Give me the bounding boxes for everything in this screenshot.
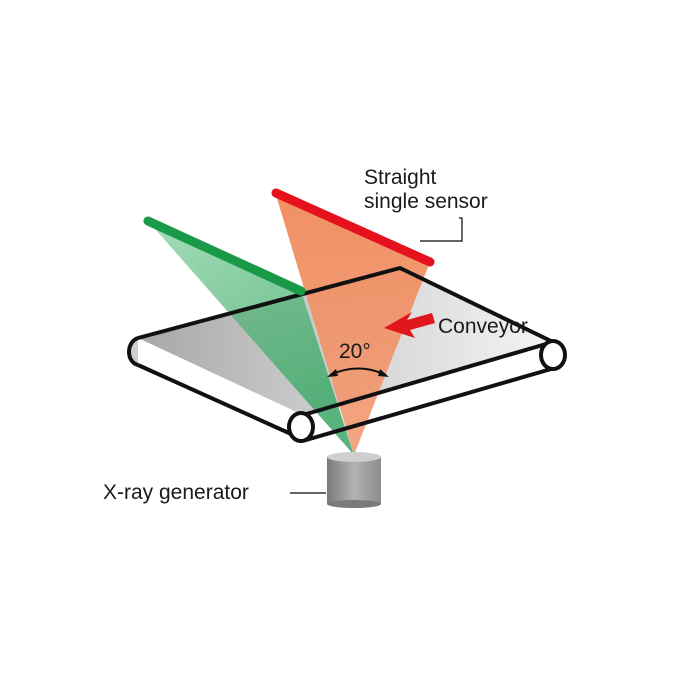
belt-front-edge-bottom [305,365,559,442]
angle-arc-head-right [378,369,389,377]
sensor-label: Straight single sensor [364,166,488,214]
left-roller [127,336,139,367]
conveyor-label: Conveyor [438,315,528,338]
red-sensor-bar [271,188,435,267]
belt-front-edge-top [302,340,554,417]
sensor-leader-line [420,217,463,242]
belt-bottom-edge [137,363,301,440]
sensor-label-line1: Straight [364,166,437,189]
angle-arc-head-left [327,369,338,377]
belt-top-edge [137,266,554,344]
green-beam [148,221,354,455]
xray-generator-top [327,452,381,462]
green-sensor-bar [143,216,306,296]
sensor-label-line2: single sensor [364,190,488,213]
generator-label: X-ray generator [103,481,249,504]
right-roller [539,339,567,371]
orange-beam [276,195,430,455]
xray-generator-bottom [327,500,381,508]
xray-generator-body [327,457,381,504]
angle-label: 20° [339,340,371,363]
conveyor-arrow [384,312,435,338]
front-roller [287,411,315,443]
